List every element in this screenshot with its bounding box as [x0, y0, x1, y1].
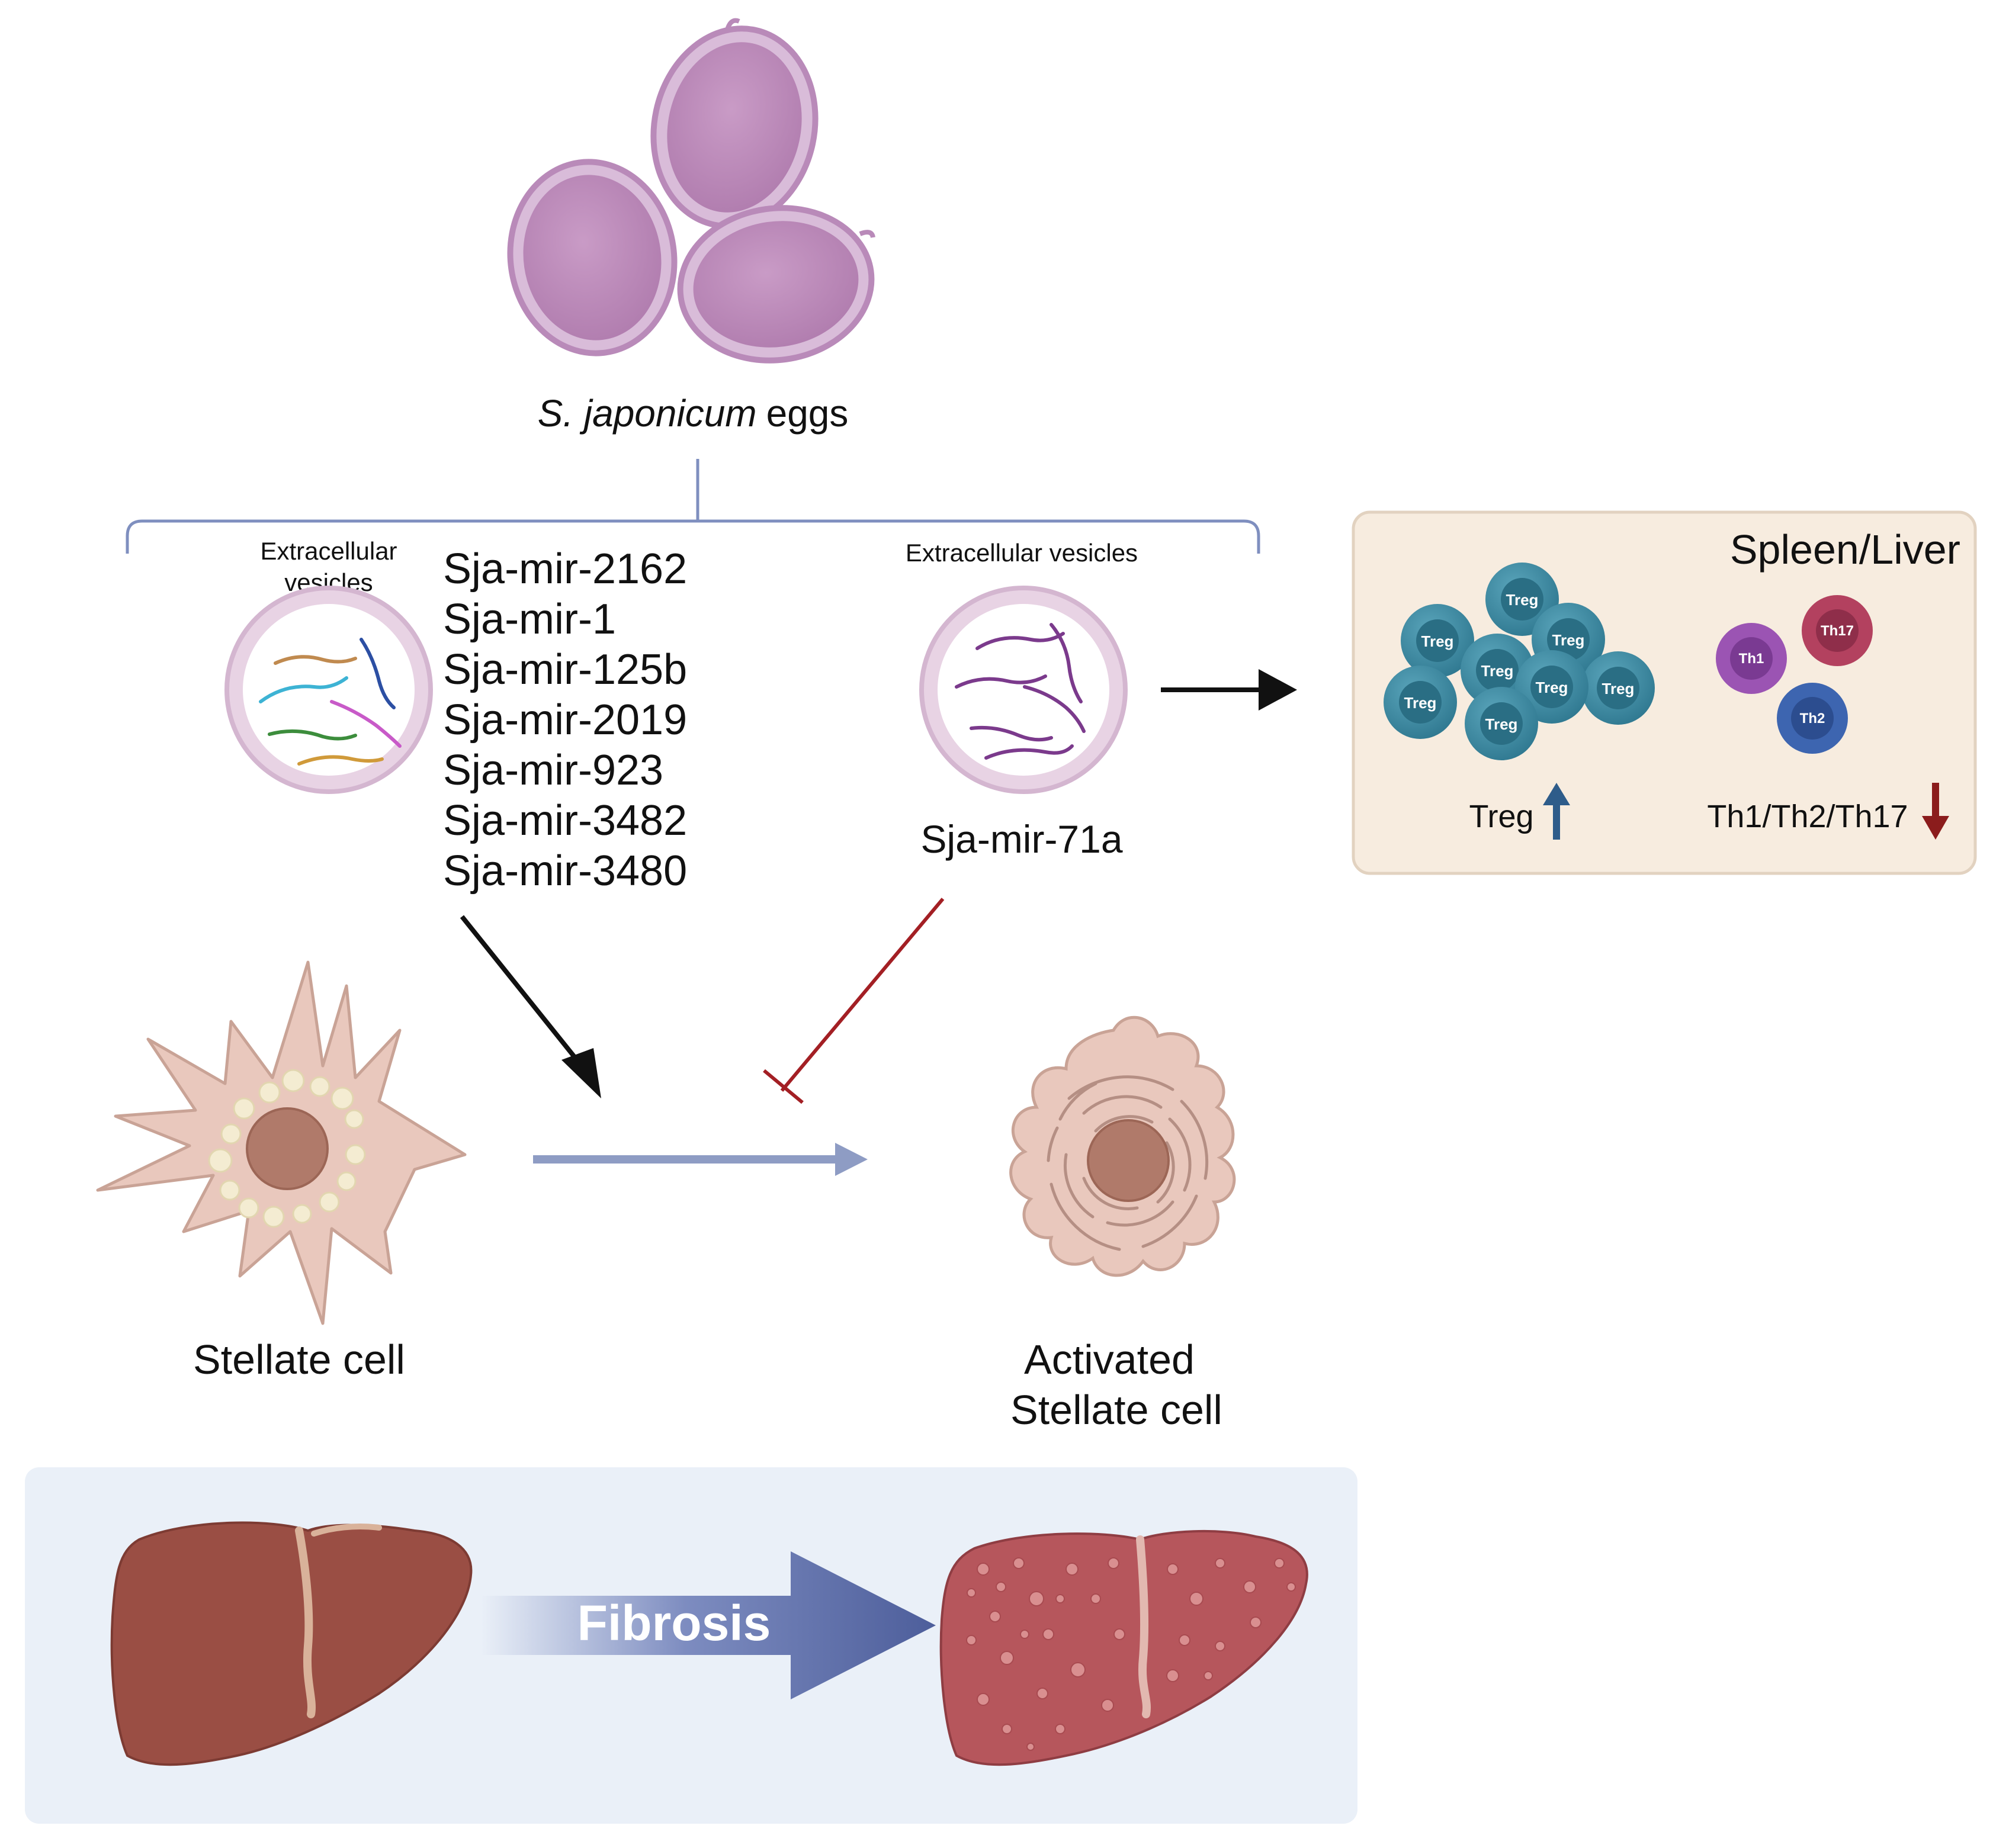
treg-caption: Treg: [1469, 799, 1533, 834]
th2-cell: Th2: [1777, 683, 1848, 754]
spleen-liver-panel: Spleen/Liver Treg Treg Treg Treg Treg: [1352, 510, 1977, 875]
svg-text:Th17: Th17: [1821, 623, 1854, 639]
mirna-item: Sja-mir-923: [443, 747, 663, 794]
svg-text:Th1: Th1: [1739, 651, 1764, 667]
sja-mir-71a-label: Sja-mir-71a: [920, 817, 1122, 861]
activated-stellate-label-line2: Stellate cell: [1010, 1387, 1222, 1433]
spleen-liver-title: Spleen/Liver: [1730, 526, 1960, 573]
healthy-liver: [110, 1521, 473, 1766]
right-vesicle-label: Extracellular vesicles: [906, 539, 1138, 567]
th1-cell: Th1: [1716, 623, 1787, 694]
arrow-to-spleen-liver: [1161, 669, 1297, 711]
schistosoma-eggs-illustration: [507, 18, 875, 364]
th-down-arrow: [1922, 783, 1949, 840]
left-vesicle-label-line1: Extracellular: [260, 537, 397, 565]
eggs-caption-eggs: eggs: [766, 392, 849, 435]
svg-text:Treg: Treg: [1485, 715, 1518, 733]
mirna-item: Sja-mir-2162: [443, 545, 687, 593]
fibrosis-label: Fibrosis: [577, 1595, 771, 1651]
svg-text:Treg: Treg: [1404, 694, 1437, 712]
egg-left: [507, 159, 678, 356]
left-extracellular-vesicle: [224, 586, 433, 794]
treg-cell: Treg: [1515, 650, 1588, 724]
treg-up-arrow: [1543, 783, 1570, 840]
quiescent-stellate-cell: [96, 960, 467, 1325]
fibrosis-panel: Fibrosis: [25, 1467, 1357, 1824]
treg-cell: Treg: [1384, 666, 1457, 739]
promote-activation-arrow: [460, 915, 601, 1098]
th17-cell: Th17: [1802, 595, 1873, 666]
svg-text:Treg: Treg: [1602, 680, 1635, 698]
fibrosis-arrow: Fibrosis: [481, 1551, 936, 1699]
inhibit-activation-line: [763, 898, 945, 1104]
stellate-cell-label: Stellate cell: [193, 1336, 405, 1383]
treg-cell-cluster: Treg Treg Treg Treg Treg Treg: [1384, 563, 1655, 760]
mirna-item: Sja-mir-2019: [443, 696, 687, 744]
svg-text:Treg: Treg: [1506, 591, 1539, 609]
th-caption: Th1/Th2/Th17: [1707, 799, 1908, 834]
mirna-list: Sja-mir-2162 Sja-mir-1 Sja-mir-125b Sja-…: [443, 545, 687, 895]
egg-right: [677, 205, 875, 364]
mirna-item: Sja-mir-3482: [443, 797, 687, 844]
svg-text:Th2: Th2: [1800, 711, 1825, 727]
eggs-caption-species: S. japonicum: [538, 392, 757, 435]
svg-text:Treg: Treg: [1552, 631, 1585, 649]
fibrotic-liver: [939, 1529, 1308, 1766]
svg-text:Treg: Treg: [1421, 632, 1454, 650]
treg-cell: Treg: [1401, 604, 1474, 677]
egg-top: [650, 18, 819, 229]
activated-stellate-label-line1: Activated: [1024, 1336, 1195, 1383]
treg-cell: Treg: [1465, 687, 1538, 760]
treg-cell: Treg: [1485, 563, 1559, 636]
right-extracellular-vesicle: [919, 586, 1128, 794]
svg-text:Treg: Treg: [1536, 679, 1568, 696]
mirna-item: Sja-mir-3480: [443, 847, 687, 895]
treg-cell: Treg: [1581, 651, 1655, 725]
mirna-item: Sja-mir-125b: [443, 646, 687, 693]
svg-text:Treg: Treg: [1481, 662, 1514, 680]
activation-arrow: [533, 1143, 868, 1176]
branch-bracket: [126, 459, 1260, 554]
activated-stellate-cell: [1009, 1015, 1236, 1277]
mirna-item: Sja-mir-1: [443, 596, 616, 643]
